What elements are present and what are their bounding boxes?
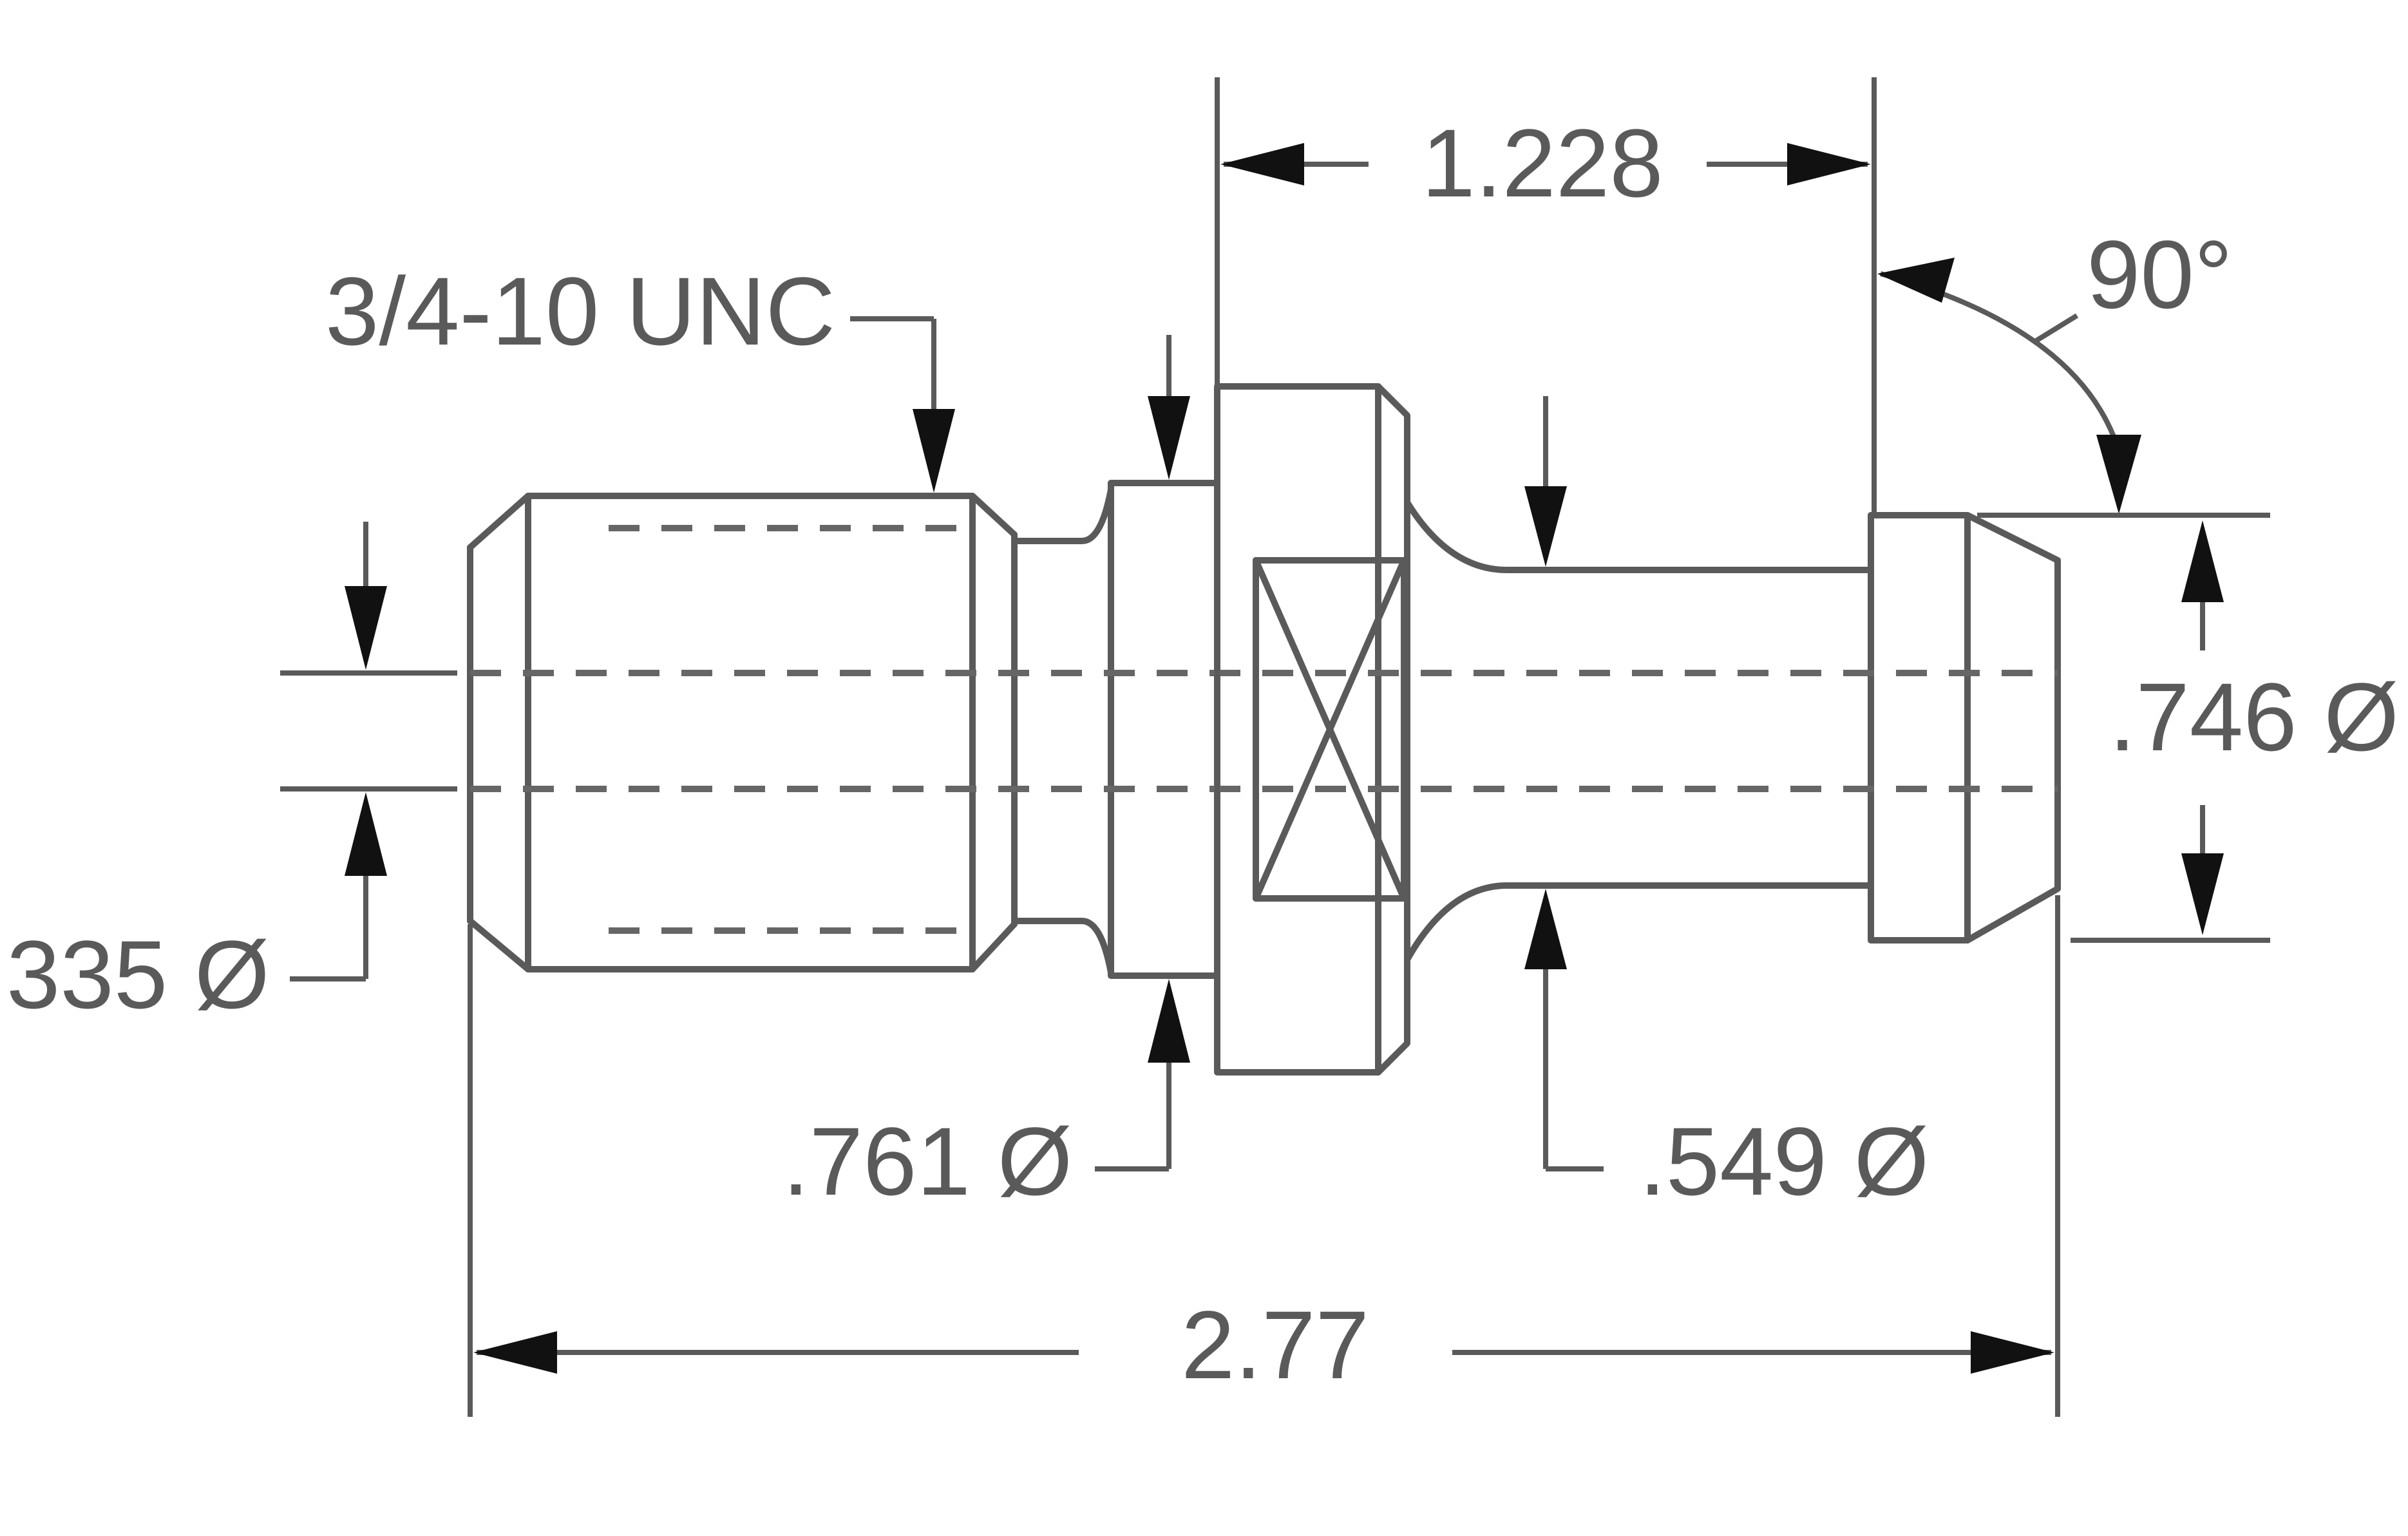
dimension-angle: 90° (1877, 220, 2233, 514)
thread-callout: 3/4-10 UNC (325, 257, 955, 493)
arrowhead (1524, 486, 1567, 567)
arrowhead (913, 409, 955, 493)
head (1868, 512, 2061, 943)
flange (1214, 383, 1410, 1076)
arrowhead (2096, 435, 2141, 514)
collar-diameter-label: .761 Ø (782, 1107, 1072, 1215)
arrowhead (1220, 143, 1304, 185)
head-diameter-label: .746 Ø (2109, 663, 2399, 771)
threaded-section (467, 493, 1018, 972)
dimension-bore-diameter: 335 Ø (6, 522, 457, 1029)
arrowhead (2181, 853, 2224, 935)
overall-length-label: 2.77 (1181, 1291, 1369, 1399)
arrowhead (1148, 979, 1190, 1063)
part-outline (467, 383, 2061, 1076)
undercut-neck (1011, 480, 1114, 976)
collar (1108, 480, 1220, 979)
thread-spec-label: 3/4-10 UNC (325, 257, 835, 365)
arrowhead (1148, 396, 1190, 480)
arrowhead (345, 586, 387, 670)
arrowhead (1524, 889, 1567, 969)
arrowhead (2181, 520, 2224, 602)
dimension-neck-diameter: .549 Ø (1524, 396, 1929, 1215)
shank (1404, 499, 1874, 963)
arrowhead (1877, 258, 1955, 303)
neck-diameter-label: .549 Ø (1639, 1107, 1929, 1215)
arrowhead (1787, 143, 1871, 185)
arrowhead (345, 792, 387, 876)
arrowhead (473, 1331, 557, 1374)
dimension-overall-length: 2.77 (468, 895, 2060, 1417)
angle-label: 90° (2087, 220, 2233, 328)
bore-diameter-label: 335 Ø (6, 920, 270, 1029)
dimension-flange-length: 1.228 (1215, 77, 1877, 1072)
dimension-collar-diameter: .761 Ø (782, 335, 1190, 1215)
flange-length-label: 1.228 (1421, 109, 1663, 217)
arrowhead (1971, 1331, 2054, 1374)
bore-hidden-lines (470, 670, 2058, 792)
dimension-head-diameter: .746 Ø (1977, 513, 2399, 943)
